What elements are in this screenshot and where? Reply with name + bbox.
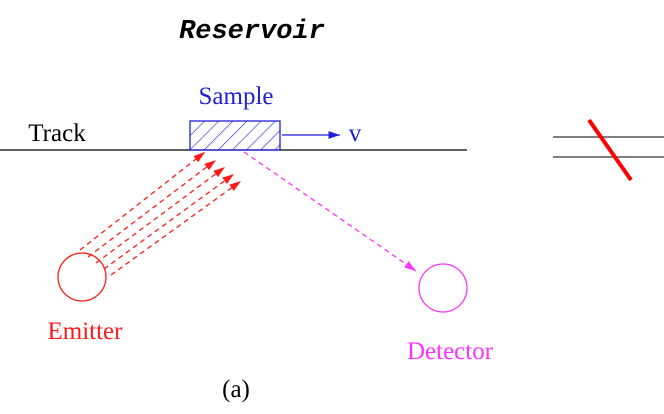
- broken-track-symbol: [553, 118, 664, 182]
- detector-circle: [418, 263, 468, 313]
- velocity-label: v: [349, 120, 362, 147]
- emitter-label: Emitter: [48, 318, 124, 345]
- emitter-beams: [79, 151, 242, 276]
- diagram-title: Reservoir: [179, 17, 325, 47]
- detector-label: Detector: [407, 338, 494, 365]
- detector-beam: [243, 151, 417, 272]
- sample-box: [189, 120, 281, 151]
- sample-label: Sample: [199, 83, 274, 110]
- track-label: Track: [28, 120, 86, 147]
- caption-label: (a): [222, 376, 250, 403]
- emitter-circle: [57, 252, 107, 302]
